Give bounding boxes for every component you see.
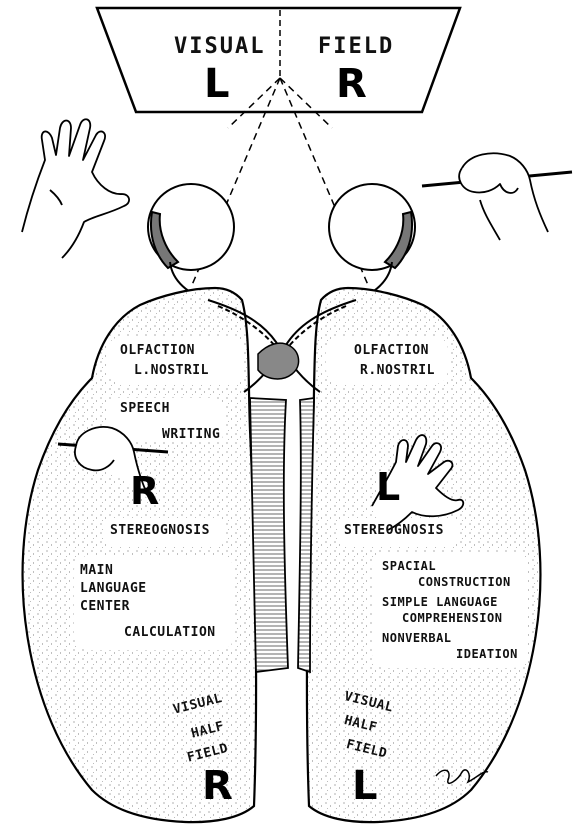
- right-hand-letter: L: [376, 468, 400, 506]
- left-olfaction-label: OLFACTION: [120, 344, 195, 357]
- writing-label: WRITING: [162, 428, 220, 441]
- optic-chiasm-shade: [258, 343, 299, 379]
- left-nostril-label: L.NOSTRIL: [134, 364, 209, 377]
- writing-hand-icon: [422, 153, 572, 240]
- open-hand-icon: [22, 119, 129, 258]
- language-center-line-3: CENTER: [80, 600, 130, 613]
- eyeball-icon: [148, 184, 415, 270]
- language-center-line-2: LANGUAGE: [80, 582, 147, 595]
- left-stereognosis-label: STEREOGNOSIS: [110, 524, 210, 537]
- spacial-line-2: CONSTRUCTION: [418, 576, 511, 588]
- simple-language-line-2: COMPREHENSION: [402, 612, 502, 624]
- left-half-field-letter: R: [202, 766, 233, 806]
- nonverbal-line-1: NONVERBAL: [382, 632, 452, 644]
- corpus-callosum-left: [250, 398, 288, 672]
- visual-field-left-letter: L: [204, 64, 230, 104]
- spacial-line-1: SPACIAL: [382, 560, 436, 572]
- speech-label: SPEECH: [120, 402, 170, 415]
- visual-field-right-word: FIELD: [318, 36, 394, 58]
- right-nostril-label: R.NOSTRIL: [360, 364, 435, 377]
- simple-language-line-1: SIMPLE LANGUAGE: [382, 596, 498, 608]
- language-center-line-1: MAIN: [80, 564, 113, 577]
- nonverbal-line-2: IDEATION: [456, 648, 518, 660]
- visual-field-right-letter: R: [336, 64, 367, 104]
- visual-field-left-word: VISUAL: [174, 36, 265, 58]
- right-half-field-letter: L: [352, 766, 378, 806]
- calculation-label: CALCULATION: [124, 626, 216, 639]
- right-olfaction-label: OLFACTION: [354, 344, 429, 357]
- right-stereognosis-label: STEREOGNOSIS: [344, 524, 444, 537]
- left-hand-letter: R: [130, 472, 159, 510]
- visual-field-screen: [97, 8, 460, 112]
